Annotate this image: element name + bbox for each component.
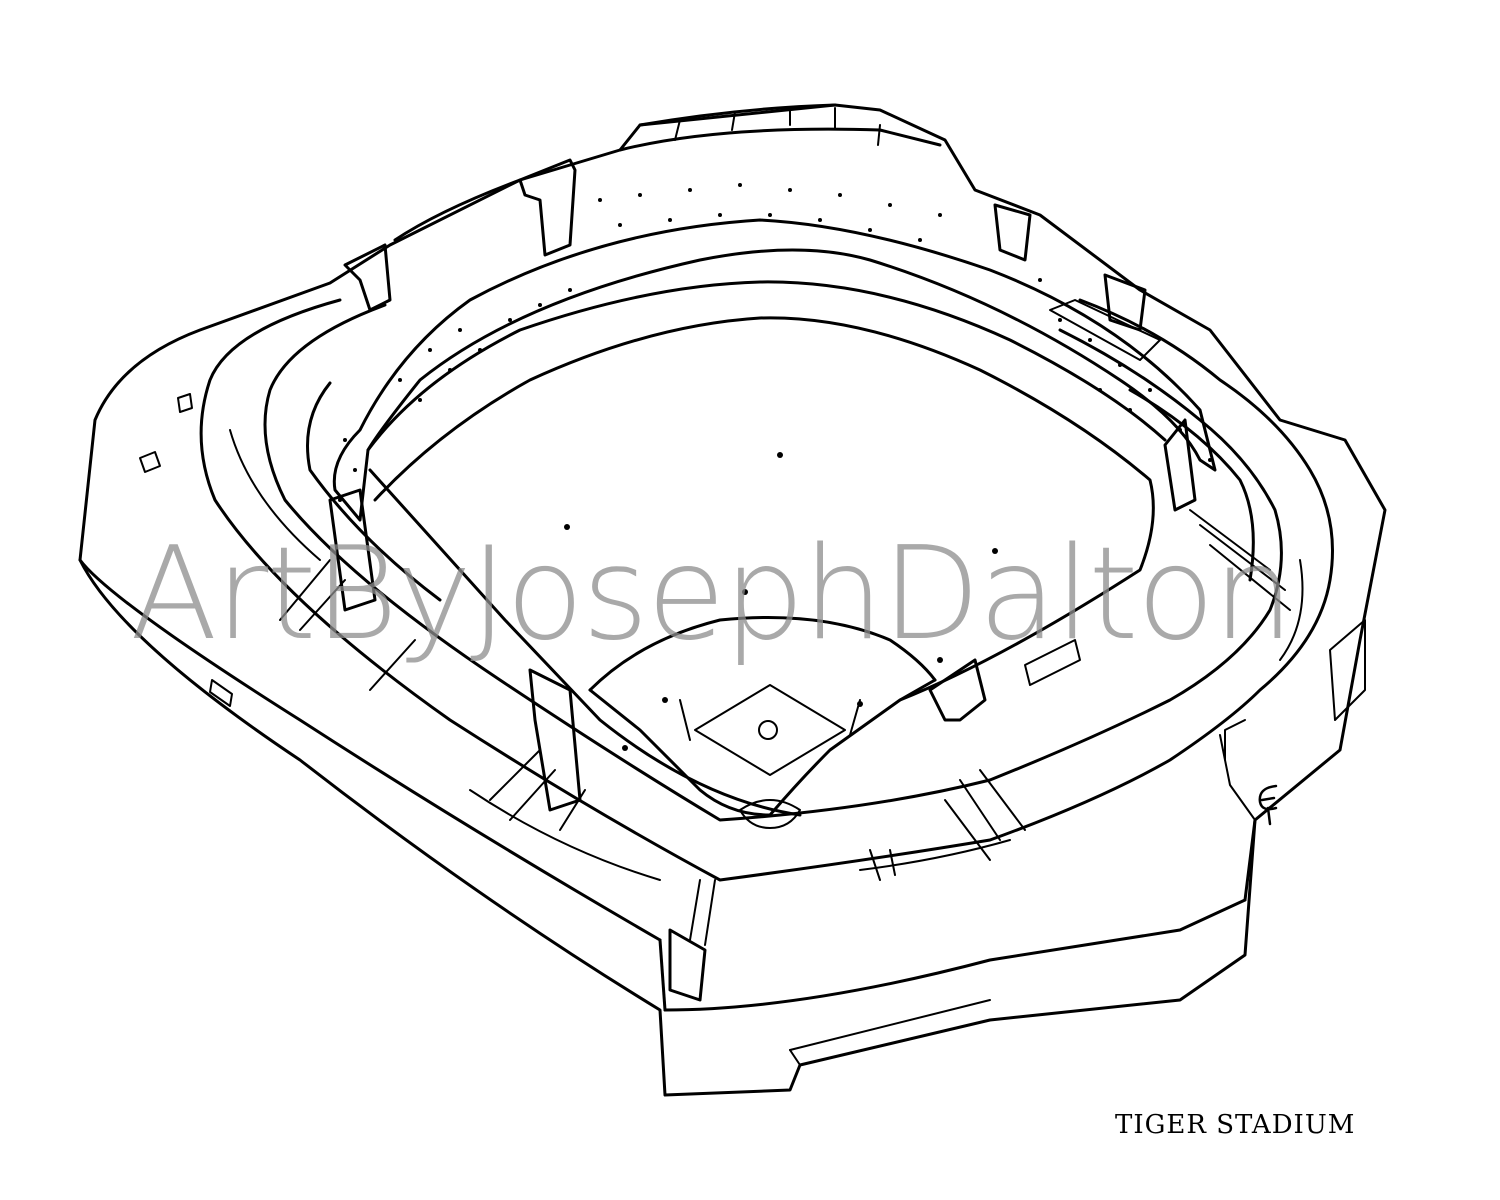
artist-monogram-icon	[1258, 784, 1278, 826]
seating-dots	[338, 183, 1212, 751]
stadium-caption: TIGER STADIUM	[1115, 1110, 1356, 1140]
outer-shell	[78, 103, 1387, 1097]
